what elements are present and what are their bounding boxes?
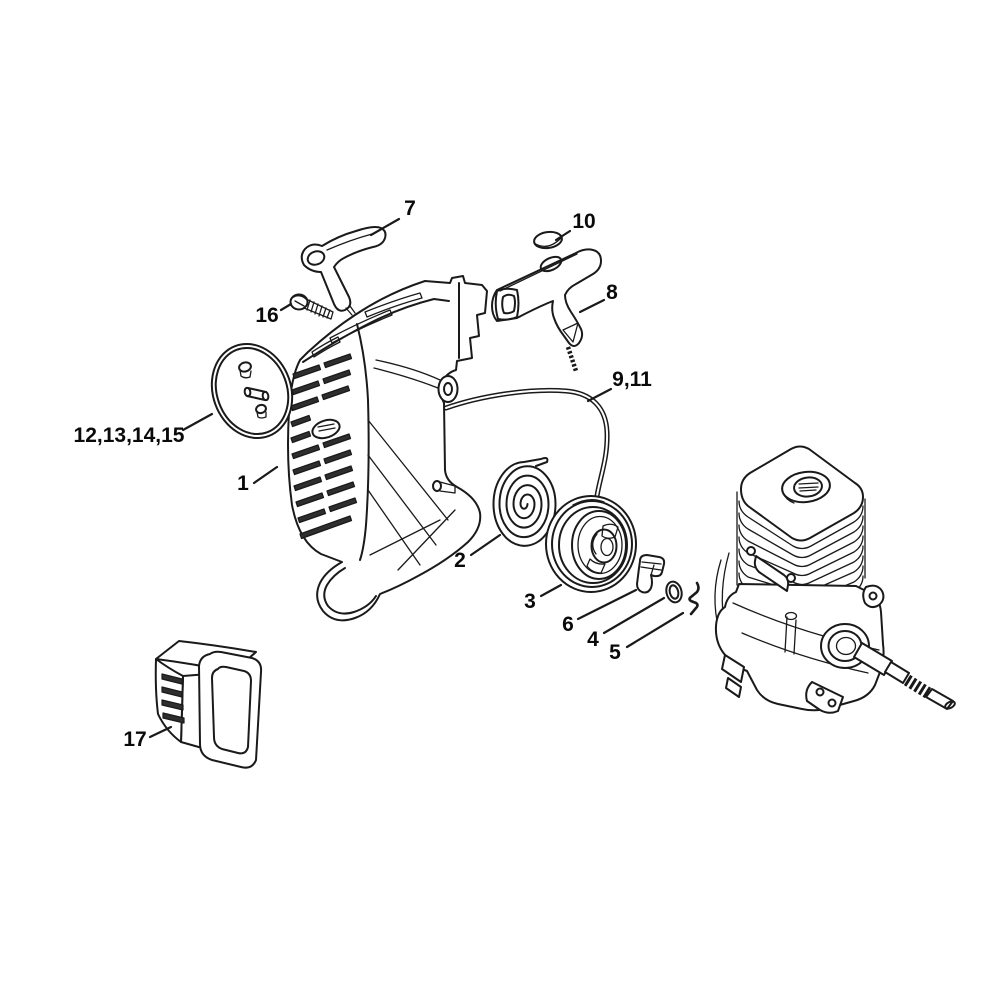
part-spring-clip bbox=[688, 581, 700, 616]
part-starter-cover-disc bbox=[210, 342, 294, 440]
part-pawl bbox=[636, 554, 666, 594]
leader-line bbox=[252, 465, 279, 485]
part-number: 9,11 bbox=[612, 368, 652, 391]
part-number: 17 bbox=[123, 728, 146, 751]
part-washer bbox=[665, 580, 683, 604]
part-number: 12,13,14,15 bbox=[74, 424, 185, 447]
callout-9-11: 9,11 bbox=[586, 368, 652, 403]
callout-4: 4 bbox=[587, 596, 666, 651]
leader-line bbox=[369, 217, 401, 237]
leader-line bbox=[554, 229, 572, 242]
leader-line bbox=[625, 611, 685, 649]
part-starter-grip bbox=[300, 226, 387, 316]
leader-line bbox=[469, 533, 502, 557]
part-engine-assembly bbox=[714, 445, 956, 714]
callout-16: 16 bbox=[255, 302, 293, 327]
callouts: 7 10 8 16 12,13,14,15 1 9,11 2 bbox=[74, 197, 685, 751]
part-cap bbox=[533, 230, 563, 250]
part-number: 1 bbox=[237, 472, 249, 495]
leader-line bbox=[279, 302, 293, 312]
callout-12-13-14-15: 12,13,14,15 bbox=[74, 412, 214, 447]
callout-8: 8 bbox=[578, 281, 618, 314]
callout-5: 5 bbox=[609, 611, 685, 664]
part-number: 7 bbox=[404, 197, 416, 220]
part-air-guide-cover bbox=[154, 640, 263, 769]
callout-3: 3 bbox=[524, 583, 563, 613]
crankshaft-thread bbox=[903, 674, 932, 699]
part-number: 5 bbox=[609, 641, 621, 664]
leader-line bbox=[148, 725, 173, 739]
leader-line bbox=[586, 387, 613, 403]
callout-2: 2 bbox=[454, 533, 502, 572]
leader-line bbox=[539, 583, 563, 598]
leader-line bbox=[181, 412, 214, 432]
part-starter-handle bbox=[491, 248, 602, 372]
part-rope-rotor bbox=[545, 495, 637, 593]
callout-6: 6 bbox=[562, 588, 638, 636]
part-number: 8 bbox=[606, 281, 618, 304]
part-number: 2 bbox=[454, 549, 466, 572]
part-starter-housing bbox=[287, 275, 488, 622]
leader-line bbox=[578, 298, 606, 314]
leader-line bbox=[602, 596, 666, 635]
part-number: 10 bbox=[572, 210, 595, 233]
handle-rope bbox=[565, 346, 579, 372]
callout-7: 7 bbox=[369, 197, 416, 237]
callout-17: 17 bbox=[123, 725, 173, 751]
part-number: 6 bbox=[562, 613, 574, 636]
part-number: 16 bbox=[255, 304, 278, 327]
part-screw bbox=[289, 293, 334, 320]
callout-1: 1 bbox=[237, 465, 279, 495]
callout-10: 10 bbox=[554, 210, 596, 242]
part-number: 4 bbox=[587, 628, 599, 651]
part-number: 3 bbox=[524, 590, 536, 613]
leader-line bbox=[576, 588, 638, 621]
part-rewind-spring bbox=[492, 457, 557, 547]
part-starter-rope bbox=[443, 387, 610, 499]
